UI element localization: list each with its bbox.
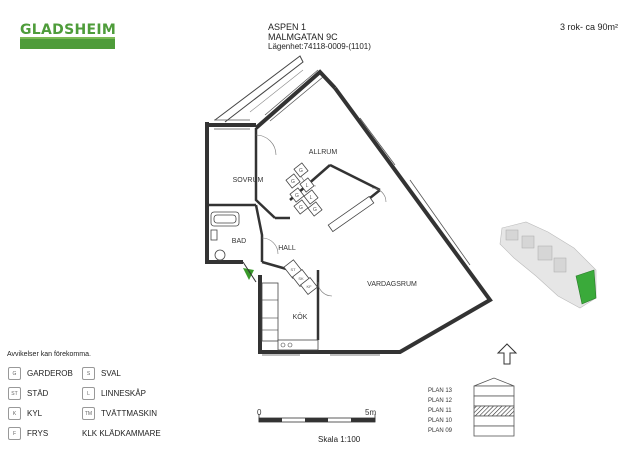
legend-label: STÄD	[27, 389, 49, 398]
fixture-kf: KF	[306, 284, 312, 289]
balcony-outline	[214, 55, 304, 123]
legend-left: G GARDEROB ST STÄD K KYL F FRYS	[8, 367, 73, 440]
north-arrow-icon	[496, 343, 518, 365]
current-floor	[473, 405, 515, 417]
legend-code: ST	[8, 387, 21, 400]
fixture-sk: SK	[298, 276, 304, 281]
entrance-arrow-icon	[243, 268, 254, 280]
storage-units	[285, 162, 323, 217]
legend-code: TM	[82, 407, 95, 420]
scale-start: 0	[257, 408, 262, 417]
fixture-st: ST	[290, 267, 296, 272]
fixture-g-1: G	[299, 168, 303, 174]
fixture-g-5: G	[313, 207, 317, 213]
scale-bar: 0 5m	[257, 408, 376, 423]
legend-label: GARDEROB	[27, 369, 73, 378]
legend-code: G	[8, 367, 21, 380]
window-marks	[214, 69, 471, 356]
plan-label-13: PLAN 13	[428, 388, 453, 394]
kitchen-fixture-codes: ST SK KF	[290, 267, 312, 289]
room-label-kok: KÖK	[293, 313, 308, 321]
room-label-hall: HALL	[278, 245, 296, 252]
room-label-vardagsrum: VARDAGSRUM	[367, 281, 417, 288]
plan-label-11: PLAN 11	[428, 408, 452, 414]
kitchen-units	[261, 259, 319, 351]
bathtub	[210, 211, 240, 261]
legend-right: S SVAL L LINNESKÅP TM TVÄTTMASKIN KLK KLÄDK…	[82, 367, 161, 440]
apartment-size: 3 rok- ca 90m²	[560, 22, 619, 32]
legend-code: L	[82, 387, 95, 400]
room-label-sovrum: SOVRUM	[233, 177, 264, 184]
scale-label: Skala 1:100	[318, 435, 361, 444]
legend-code: S	[82, 367, 95, 380]
apartment-id: Lägenhet:74118-0009-(1101)	[268, 42, 371, 51]
plan-label-09: PLAN 09	[428, 428, 453, 434]
fixture-g-2: G	[291, 179, 295, 185]
fixture-l-1: L	[306, 183, 309, 189]
room-label-allrum: ALLRUM	[309, 149, 338, 156]
disclaimer: Avvikelser kan förekomma.	[7, 351, 91, 358]
brand-logo-bar	[20, 37, 115, 49]
room-label-bad: BAD	[232, 238, 246, 245]
legend-label: LINNESKÅP	[101, 389, 146, 398]
legend-code: K	[8, 407, 21, 420]
floor-stack	[473, 377, 515, 437]
plan-label-10: PLAN 10	[428, 418, 453, 424]
stove	[262, 299, 293, 348]
scale-end: 5m	[365, 408, 376, 417]
fixture-l-2: L	[310, 195, 313, 201]
plan-label-12: PLAN 12	[428, 398, 453, 404]
legend-label: FRYS	[27, 429, 49, 438]
legend-label: KYL	[27, 409, 43, 418]
fixture-codes: G G L G L G G	[291, 168, 317, 213]
exterior-walls	[205, 69, 493, 354]
legend-label: TVÄTTMASKIN	[101, 409, 158, 418]
legend-label: KLK KLÄDKAMMARE	[82, 429, 161, 438]
legend-label: SVAL	[101, 369, 121, 378]
fixture-g-3: G	[295, 193, 299, 199]
fixture-g-4: G	[299, 205, 303, 211]
key-plan	[499, 221, 597, 309]
brand-logo-text: GLADSHEIM	[20, 22, 117, 38]
property-name: ASPEN 1	[268, 22, 307, 32]
legend-code: F	[8, 427, 21, 440]
interior-walls	[207, 128, 381, 340]
address: MALMGATAN 9C	[268, 32, 338, 42]
door-swings	[255, 134, 387, 297]
hall-wardrobe	[327, 195, 375, 233]
key-plan-highlight	[575, 269, 597, 305]
